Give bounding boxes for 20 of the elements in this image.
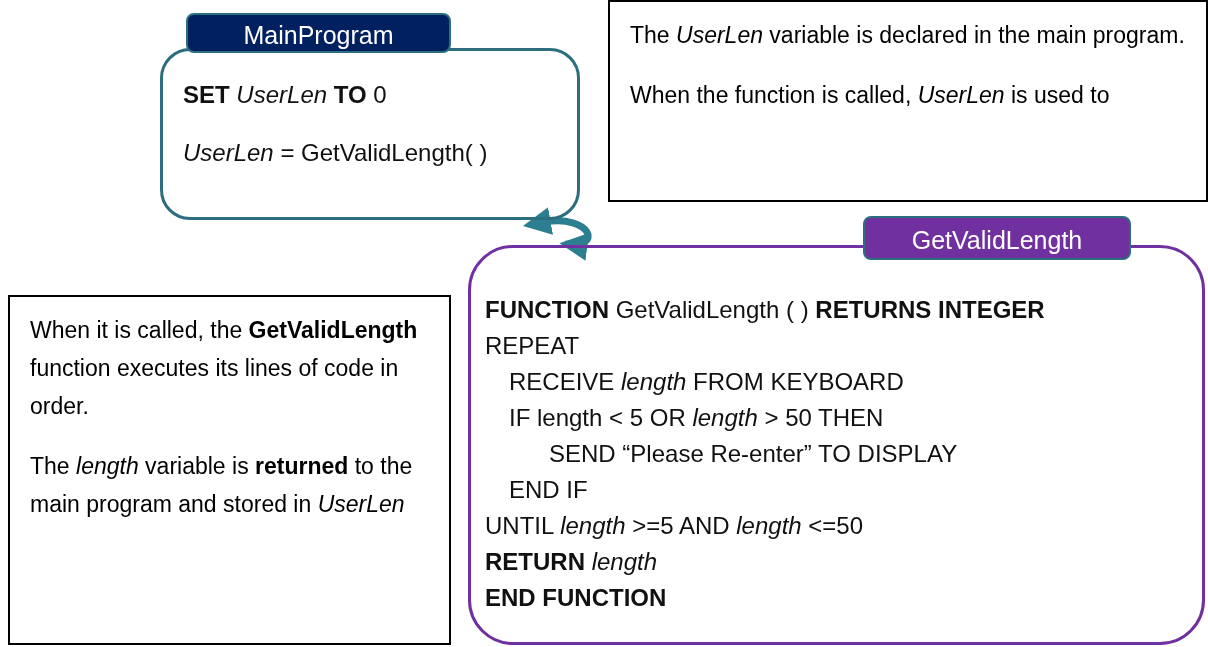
code-line: RECEIVE length FROM KEYBOARD	[509, 368, 904, 396]
code-line: END IF	[509, 476, 588, 504]
code-line: UserLen = GetValidLength( )	[183, 139, 488, 167]
code-line: FUNCTION GetValidLength ( ) RETURNS INTEGER	[485, 296, 1045, 324]
code-line: IF length < 5 OR length > 50 THEN	[509, 404, 884, 432]
note-box	[608, 0, 1208, 202]
code-line: SEND “Please Re-enter” TO DISPLAY	[549, 440, 958, 468]
swap-arrow	[522, 207, 592, 260]
panel-tab: MainProgram	[186, 13, 451, 53]
note-text: The length variable is returned to the main program and stored in UserLen	[30, 452, 414, 519]
code-line: SET UserLen TO 0	[183, 81, 387, 109]
code-line: UNTIL length >=5 AND length <=50	[485, 512, 864, 540]
note-text: When the function is called, UserLen is used to	[630, 81, 1111, 110]
note-text: When it is called, the GetValidLength function executes its lines of code in order.	[30, 316, 419, 421]
code-line: REPEAT	[485, 332, 580, 360]
panel-tab: GetValidLength	[863, 216, 1131, 260]
code-line: RETURN length	[485, 548, 658, 576]
note-box	[8, 295, 451, 645]
note-text: The UserLen variable is declared in the main program.	[630, 21, 1186, 50]
code-line: END FUNCTION	[485, 584, 667, 612]
